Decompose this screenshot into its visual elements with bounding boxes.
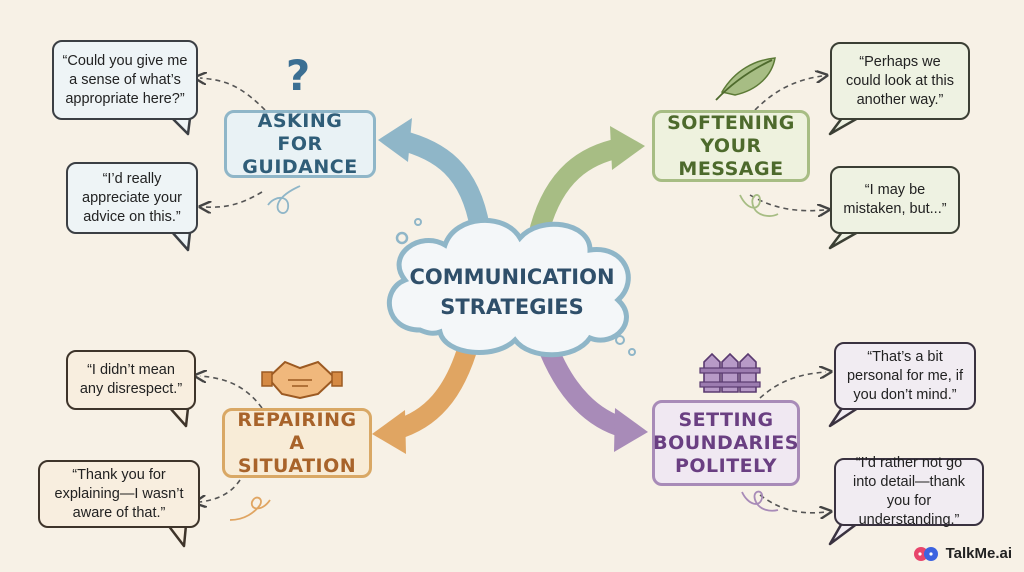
talkme-logo-icon <box>913 546 938 561</box>
repairing-title-line2: SITUATION <box>237 454 357 477</box>
softening-loop <box>739 194 779 217</box>
center-title-line1: COMMUNICATION <box>409 265 614 289</box>
box-repairing-a-situation: REPAIRING A SITUATION <box>222 408 372 478</box>
boundaries-phrase-2: “I’d rather not go into detail—thank you… <box>834 455 984 528</box>
softening-phrase-1: “Perhaps we could look at this another w… <box>830 42 970 120</box>
box-asking-for-guidance: ASKING FOR GUIDANCE <box>224 110 376 178</box>
arrow-repairing <box>372 330 480 454</box>
connector-guidance-2 <box>205 191 263 207</box>
boundaries-title-line1: SETTING <box>678 408 774 431</box>
guidance-loop <box>267 185 301 214</box>
arrow-softening <box>530 126 645 238</box>
brand-badge: TalkMe.ai <box>913 545 1012 562</box>
connector-repairing-2 <box>200 479 241 502</box>
guidance-phrase-2: “I’d really appreciate your advice on th… <box>66 162 198 234</box>
guidance-title-line1: ASKING FOR <box>257 109 343 155</box>
boundaries-title-line3: POLITELY <box>674 454 778 477</box>
center-title-line2: STRATEGIES <box>440 295 583 319</box>
connector-guidance-1 <box>200 78 266 111</box>
box-softening-your-message: SOFTENING YOUR MESSAGE <box>652 110 810 182</box>
arrow-guidance <box>378 118 490 238</box>
softening-phrase-2: “I may be mistaken, but...” <box>830 166 960 234</box>
softening-title-line2: YOUR MESSAGE <box>678 134 784 180</box>
center-cloud <box>387 217 636 358</box>
connector-softening-1 <box>754 76 822 111</box>
connectors <box>200 76 826 513</box>
handshake-icon <box>261 360 343 400</box>
repairing-phrase-1: “I didn’t mean any disrespect.” <box>66 350 196 410</box>
repairing-phrase-2: “Thank you for explaining—I wasn’t aware… <box>38 460 200 528</box>
arrow-boundaries <box>535 330 648 452</box>
bubble-tails <box>171 117 192 252</box>
repairing-title-line1: REPAIRING A <box>237 408 357 454</box>
boundaries-title-line2: BOUNDARIES <box>653 431 799 454</box>
guidance-phrase-1: “Could you give me a sense of what’s app… <box>52 40 198 120</box>
boundaries-phrase-1: “That’s a bit personal for me, if you do… <box>834 342 976 410</box>
question-mark-icon: ? <box>286 51 310 100</box>
connector-softening-2 <box>749 194 824 211</box>
boundaries-loop <box>741 490 779 512</box>
box-setting-boundaries-politely: SETTING BOUNDARIES POLITELY <box>652 400 800 486</box>
fence-icon <box>699 352 761 393</box>
softening-title-line1: SOFTENING <box>667 111 795 134</box>
connector-repairing-1 <box>200 376 263 409</box>
guidance-title-line2: GUIDANCE <box>242 155 358 178</box>
connector-boundaries-1 <box>759 372 826 399</box>
repairing-loop <box>229 496 271 521</box>
brand-name: TalkMe.ai <box>945 545 1012 562</box>
feather-icon <box>715 57 776 101</box>
